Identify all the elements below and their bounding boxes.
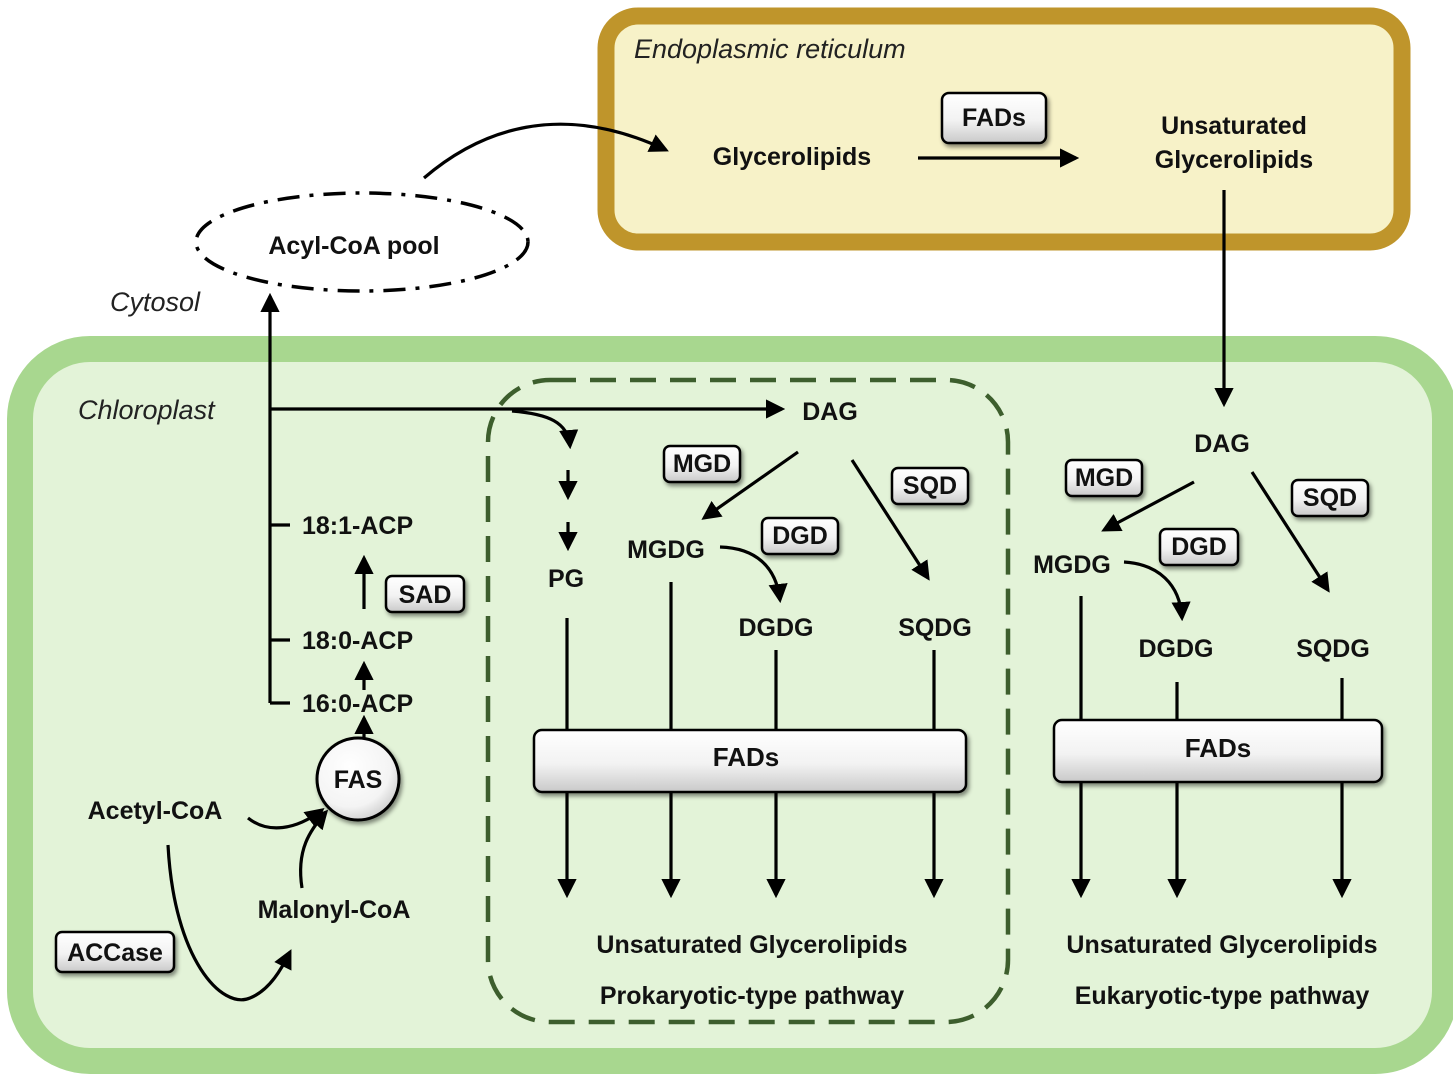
euk-mgd-enzyme-label: MGD: [1075, 464, 1133, 492]
euk-mgdg: MGDG: [1033, 551, 1111, 579]
euk-pathway-name: Eukaryotic-type pathway: [1075, 982, 1370, 1010]
malonyl-coa: Malonyl-CoA: [258, 896, 411, 924]
euk-mgd-enzyme: MGD: [1064, 458, 1144, 498]
accase-arrow: [166, 844, 292, 1002]
acetyl-coa: Acetyl-CoA: [88, 797, 223, 825]
er-unsaturated-line1: Unsaturated: [1161, 112, 1307, 140]
prok-dag-to-mgdg: [701, 450, 799, 520]
euk-dgd-enzyme: DGD: [1158, 527, 1240, 567]
prok-pathway-name: Prokaryotic-type pathway: [600, 982, 904, 1010]
prok-pg: PG: [548, 565, 584, 593]
euk-dgdg: DGDG: [1139, 635, 1214, 663]
euk-fads-label: FADs: [1185, 733, 1251, 763]
prok-sqd-enzyme-label: SQD: [903, 472, 957, 500]
euk-sqd-enzyme-label: SQD: [1303, 484, 1357, 512]
euk-fads-bar: [1052, 718, 1384, 784]
prok-sqdg: SQDG: [898, 614, 972, 642]
prok-dag: DAG: [802, 398, 858, 426]
acyl-coa-pool-label: Acyl-CoA pool: [268, 232, 439, 260]
sad-enzyme: SAD: [384, 574, 466, 614]
prok-product: Unsaturated Glycerolipids: [596, 931, 907, 959]
accase-enzyme: ACCase: [54, 930, 176, 974]
acp-18-1: 18:1-ACP: [302, 512, 413, 540]
prok-fads-bar: [532, 728, 968, 794]
prok-mgd-enzyme: MGD: [662, 444, 742, 484]
to-pg-curve-arrow: [511, 409, 579, 450]
fas-circle: [315, 736, 401, 822]
euk-product: Unsaturated Glycerolipids: [1066, 931, 1377, 959]
prok-fads-label: FADs: [713, 742, 779, 772]
sad-enzyme-label: SAD: [399, 581, 452, 609]
prok-sqd-enzyme: SQD: [890, 466, 970, 506]
euk-sqd-enzyme: SQD: [1290, 478, 1370, 518]
acyl-coa-pool-ellipse: [194, 191, 530, 293]
accase-enzyme-label: ACCase: [67, 939, 163, 967]
euk-dag-to-sqdg: [1250, 471, 1330, 593]
er-fads-enzyme-label: FADs: [962, 104, 1026, 132]
prok-mgdg: MGDG: [627, 536, 705, 564]
chloroplast-label: Chloroplast: [78, 395, 216, 425]
cytosol-label: Cytosol: [110, 287, 201, 317]
er-label: Endoplasmic reticulum: [634, 34, 906, 64]
er-fads-enzyme: FADs: [940, 91, 1048, 145]
fas-label: FAS: [334, 766, 383, 794]
cytosol-to-er-arrow: [422, 122, 669, 180]
prok-dgdg: DGDG: [739, 614, 814, 642]
prok-mgdg-to-dgdg: [719, 545, 788, 604]
euk-mgdg-to-dgdg: [1123, 560, 1191, 622]
prok-dag-to-sqdg: [850, 459, 930, 581]
prok-mgd-enzyme-label: MGD: [673, 450, 731, 478]
euk-dgd-enzyme-label: DGD: [1171, 533, 1227, 561]
prok-dgd-enzyme-label: DGD: [772, 522, 828, 550]
euk-dag: DAG: [1194, 430, 1250, 458]
euk-sqdg: SQDG: [1296, 635, 1370, 663]
euk-dag-to-mgdg: [1101, 480, 1195, 532]
er-glycerolipids: Glycerolipids: [713, 143, 871, 171]
prok-dgd-enzyme: DGD: [760, 516, 840, 556]
acp-18-0: 18:0-ACP: [302, 627, 413, 655]
prokaryotic-region: [485, 377, 1011, 1025]
malonyl-to-fas-arrow: [299, 809, 329, 889]
acp-16-0: 16:0-ACP: [302, 690, 413, 718]
er-unsaturated-line2: Glycerolipids: [1155, 146, 1313, 174]
